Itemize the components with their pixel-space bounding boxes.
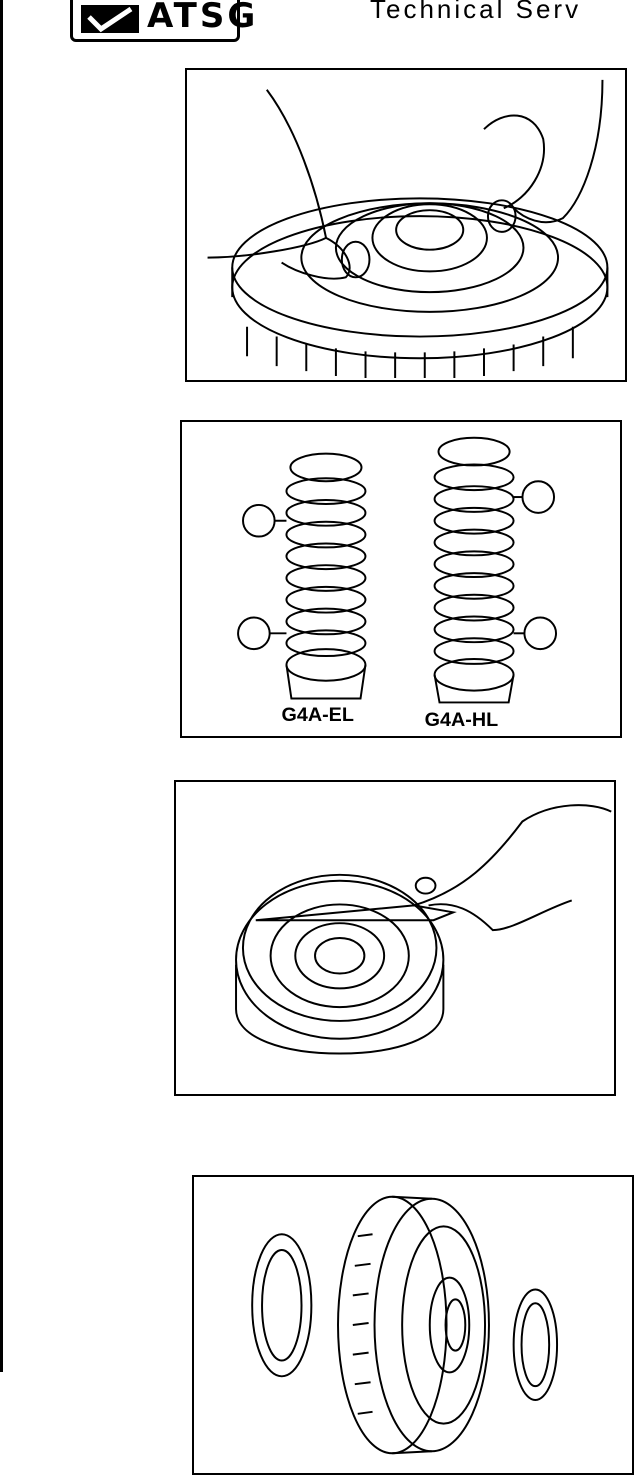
page-header-title: Technical Serv [370,0,582,24]
atsg-logo: ATSG [70,0,255,42]
figure-clutch-installation [185,68,627,382]
clutch-installation-illustration [207,79,609,379]
figure-drum-thrust-washers [192,1175,634,1475]
clutch-packs-illustration: G4A-EL G4A-HL [237,436,558,731]
figure-snap-ring-removal [174,780,616,1096]
page-left-rule [0,0,3,1372]
snap-ring-removal-illustration [235,804,612,1055]
logo-text: ATSG [147,0,259,36]
checkmark-icon [81,5,139,33]
caption-g4a-hl: G4A-HL [425,709,498,731]
drum-thrust-washers-illustration [251,1195,559,1455]
figure-clutch-packs: G4A-EL G4A-HL [180,420,622,738]
caption-g4a-el: G4A-EL [282,704,354,726]
